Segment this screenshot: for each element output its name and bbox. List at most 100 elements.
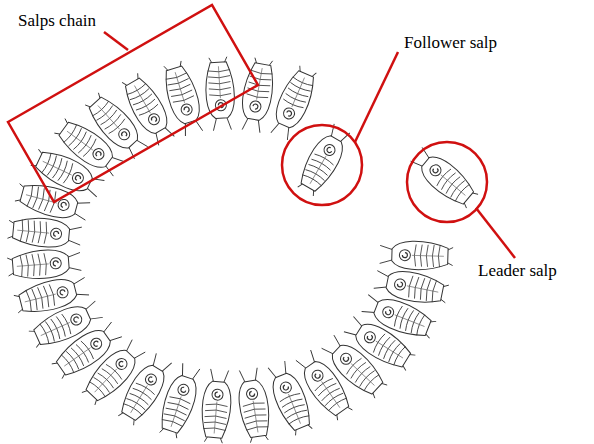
salp-gut-spiral [60, 289, 66, 295]
salp-gill-bar [67, 131, 93, 150]
salp-gut [249, 100, 262, 113]
salp-gut-spiral [215, 392, 220, 397]
salp-gut-spiral [397, 281, 403, 287]
salp-body [236, 379, 272, 439]
salp-spike [213, 117, 218, 130]
salp-figure [263, 359, 317, 437]
salp-spike [75, 291, 89, 298]
salp-spike [307, 350, 318, 363]
salp-figure [13, 273, 91, 318]
salp-gill-bar [310, 156, 326, 184]
salp-body [120, 75, 173, 138]
callout-label: Salps chain [18, 12, 96, 31]
salp-spike [227, 117, 232, 130]
salp-gut [91, 146, 106, 161]
salp-gut-spiral [95, 151, 102, 158]
salp-gut-spiral [366, 334, 373, 341]
salp-figure [234, 367, 273, 443]
salp-gut [89, 336, 104, 351]
salp-gut-spiral [432, 167, 439, 174]
salp-gut [381, 305, 395, 319]
salp-gill-bar [407, 286, 438, 292]
salp-gill-bar [395, 315, 425, 327]
salp-gill-bar [43, 161, 72, 175]
salp-gut [71, 171, 86, 186]
salp-gut [362, 330, 377, 345]
salp-spike [224, 370, 229, 383]
salp-gut-spiral [286, 110, 293, 117]
salp-gill-bar [17, 230, 49, 233]
salp-spike [281, 361, 290, 375]
salp-spike [256, 119, 262, 132]
salp-body [200, 380, 233, 438]
salp-gill-bar [95, 369, 117, 392]
follower-circle [282, 125, 362, 205]
salp-figure [114, 351, 176, 428]
salp-gill-bar [322, 381, 340, 407]
salp-ring [7, 56, 482, 443]
salp-gut [338, 351, 354, 367]
salp-gut [143, 372, 158, 387]
salp-figure [237, 57, 278, 134]
salp-spike [210, 369, 215, 382]
salp-gut-spiral [184, 106, 190, 112]
salp-figure [204, 56, 237, 131]
salp-gut [399, 249, 410, 260]
salp-gut-spiral [402, 253, 407, 258]
salp-spike [150, 353, 160, 366]
salp-gut-spiral [180, 387, 186, 393]
leader-line [476, 208, 515, 258]
salp-body [296, 132, 348, 195]
salp-gut-spiral [53, 231, 58, 236]
salp-spike [67, 240, 80, 245]
salp-gill-bar [17, 264, 49, 266]
salp-gill-bar [134, 86, 150, 114]
salp-gill-bar [131, 385, 148, 412]
salp-gut [394, 278, 407, 291]
salp-figure [266, 64, 321, 142]
salp-gut-spiral [253, 104, 259, 110]
salp-gut-spiral [283, 384, 290, 391]
salp-spike [68, 266, 81, 271]
salp-gut-spiral [151, 116, 158, 123]
salp-spike [77, 199, 91, 206]
salp-body [416, 151, 477, 209]
salp-spike [67, 252, 80, 257]
salp-gut-spiral [73, 316, 80, 323]
salp-gut-spiral [314, 372, 321, 379]
salp-figure [7, 215, 82, 250]
leader-circle [407, 142, 487, 222]
salp-gut [180, 103, 194, 117]
salp-gut-spiral [61, 202, 67, 208]
salp-gill-bar [175, 72, 184, 103]
salp-gill-bar [292, 78, 305, 107]
salp-gut [50, 257, 62, 269]
salp-gut [322, 142, 337, 157]
salp-body [12, 216, 70, 249]
salp-gill-bar [41, 322, 70, 335]
salp-spike [380, 259, 393, 263]
callout-label: Leader salp [478, 262, 557, 281]
salp-gut [50, 228, 62, 240]
salp-gut-spiral [75, 175, 82, 182]
salp-spike [239, 370, 245, 383]
salp-gut [56, 286, 69, 299]
callout-label: Follower salp [404, 34, 497, 53]
salp-spike [344, 328, 357, 338]
salp-gut [246, 388, 259, 401]
salp-gill-bar [376, 341, 403, 358]
salp-gill-bar [288, 394, 300, 424]
salp-gill-bar [218, 66, 220, 98]
salp-gut-spiral [385, 309, 391, 315]
salp-spike [362, 308, 376, 316]
salp-gill-bar [412, 255, 444, 257]
salp-gut [428, 163, 443, 178]
chain-box [8, 5, 258, 202]
salp-gill-bar [253, 401, 258, 433]
salp-gut [310, 368, 325, 383]
salp-gut-spiral [93, 340, 100, 347]
salp-gill-bar [98, 106, 120, 130]
salp-body [271, 68, 319, 131]
